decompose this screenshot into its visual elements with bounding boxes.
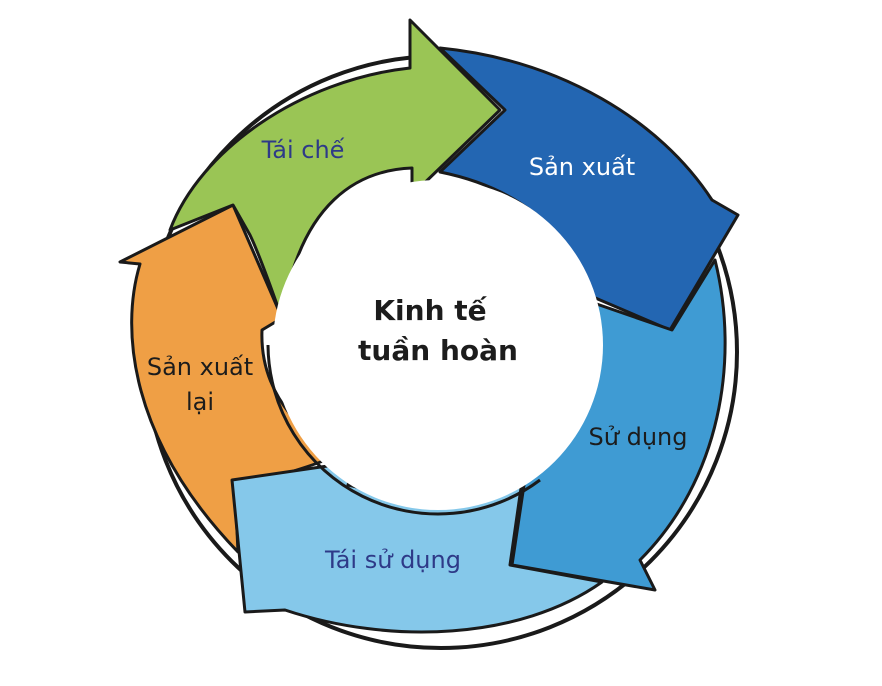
- center-circle: [273, 180, 603, 510]
- label-su-dung: Sử dụng: [589, 423, 688, 451]
- segment-tai-che: [168, 18, 502, 320]
- segment-san-xuat: [438, 46, 740, 332]
- inner-ring-arc: [266, 344, 541, 516]
- label-san-xuat: Sản xuất: [529, 153, 635, 181]
- center-title-line1: Kinh tế: [373, 294, 487, 327]
- label-tai-su-dung: Tái sử dụng: [324, 546, 461, 574]
- label-tai-che: Tái chế: [261, 136, 345, 164]
- label-san-xuat-lai-line1: Sản xuất: [147, 353, 253, 381]
- label-san-xuat-lai-line2: lại: [186, 388, 214, 416]
- center-title-line2: tuần hoàn: [358, 334, 518, 367]
